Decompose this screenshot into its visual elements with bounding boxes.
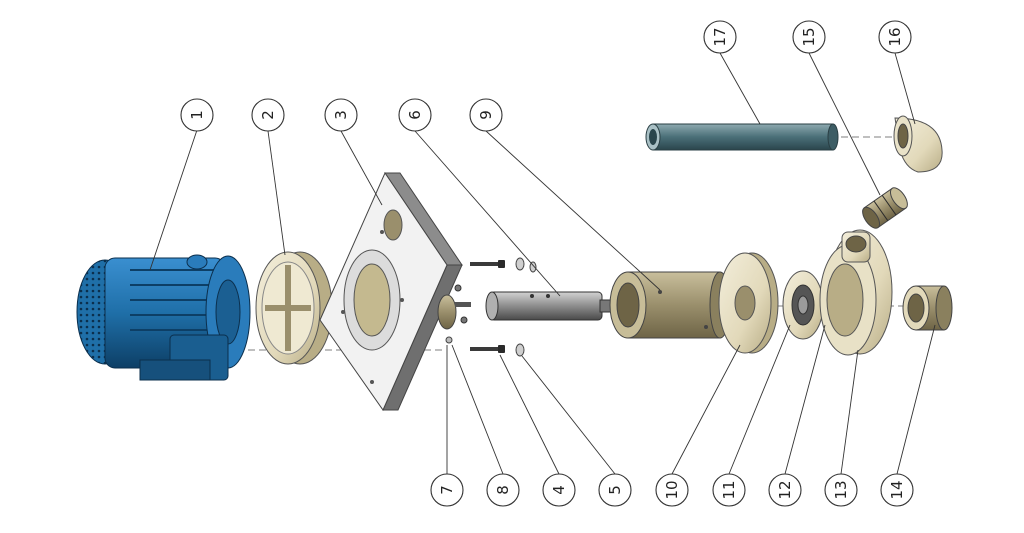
callout-label: 9 [477, 110, 495, 120]
bolt [470, 260, 505, 353]
callout-10: 10 [655, 344, 741, 507]
callout-label: 3 [332, 110, 350, 120]
mounting-plate [319, 171, 463, 412]
callout-label: 5 [606, 485, 624, 495]
inlet-fitting [902, 285, 953, 331]
callout-15: 15 [792, 20, 881, 196]
elbow-fitting [893, 115, 943, 173]
callout-8: 8 [451, 344, 520, 507]
nipple-fitting [862, 187, 908, 229]
callout-14: 14 [880, 324, 936, 507]
callout-label: 12 [776, 480, 794, 499]
callout-label: 16 [886, 27, 904, 46]
callout-16: 16 [878, 20, 916, 125]
callout-4: 4 [499, 354, 576, 507]
callout-label: 4 [550, 485, 568, 495]
callout-7: 7 [430, 345, 464, 507]
callout-13: 13 [824, 349, 859, 507]
callout-label: 13 [832, 480, 850, 499]
washer [437, 294, 457, 344]
coupling-flange [255, 251, 333, 365]
callout-1: 1 [149, 98, 214, 271]
callout-label: 6 [406, 110, 424, 120]
callout-label: 14 [888, 480, 906, 499]
callout-label: 11 [720, 480, 738, 499]
callout-12: 12 [768, 324, 826, 507]
callout-5: 5 [521, 355, 632, 507]
bushing [782, 270, 824, 340]
small-screw [454, 284, 471, 324]
callout-label: 10 [663, 480, 681, 499]
shaft [485, 291, 619, 321]
callout-label: 1 [188, 110, 206, 120]
callout-label: 7 [438, 485, 456, 495]
pump-casing [819, 229, 893, 356]
callout-label: 2 [259, 110, 277, 120]
callout-2: 2 [251, 98, 286, 256]
callout-3: 3 [324, 98, 383, 206]
callout-6: 6 [398, 98, 561, 297]
callout-label: 8 [494, 485, 512, 495]
callout-11: 11 [712, 324, 791, 507]
callout-17: 17 [703, 20, 761, 125]
callout-label: 15 [800, 27, 818, 46]
motor [76, 254, 251, 381]
bearing-housing [609, 271, 731, 339]
discharge-pipe [645, 123, 839, 151]
nut [515, 257, 537, 357]
callout-label: 17 [711, 27, 729, 46]
seal-disc [718, 252, 779, 354]
callout-9: 9 [469, 98, 661, 291]
